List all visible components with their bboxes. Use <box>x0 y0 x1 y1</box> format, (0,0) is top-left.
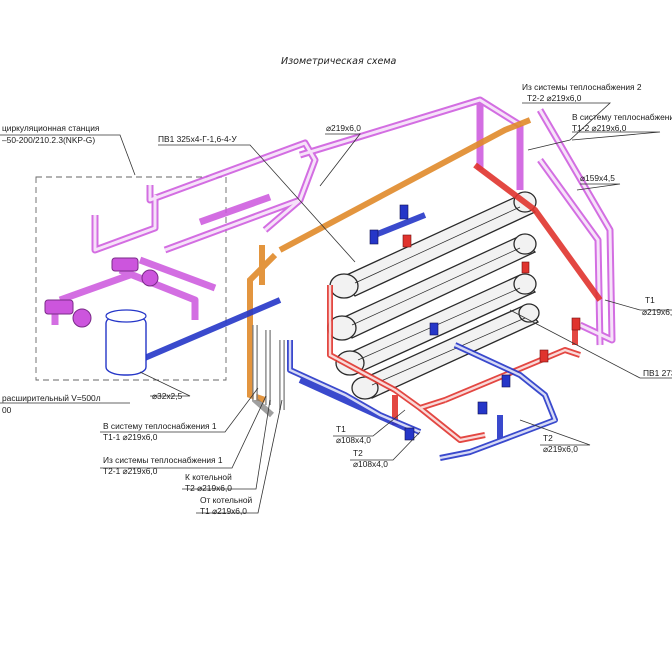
label-d159: ⌀159х4,5 <box>580 173 615 183</box>
label-t2-mid-d: ⌀108х4,0 <box>353 459 388 469</box>
label-pv1-273: ПВ1 273 <box>643 368 672 378</box>
pump-station-boundary <box>35 176 227 381</box>
labels: циркуляционная станция –50-200/210.2.3(N… <box>2 82 672 516</box>
exchanger-shell-2 <box>327 233 537 341</box>
label-v-sys-right: В систему теплоснабжения <box>572 112 672 122</box>
red-valve-icons <box>402 234 581 363</box>
label-t1-right: Т1 <box>645 295 655 305</box>
label-ot-kot: От котельной <box>200 495 253 505</box>
pump-left <box>44 299 92 328</box>
label-tank-2: 00 <box>2 405 12 415</box>
label-t2-right: Т2 <box>543 433 553 443</box>
label-t1-right-d: ⌀219х6,0 <box>642 307 672 317</box>
pump-right <box>111 257 159 287</box>
label-v-sys-1: В систему теплоснабжения 1 <box>103 421 217 431</box>
boiler-pipes-inner <box>253 325 284 410</box>
label-t2-right-d: ⌀219х6,0 <box>543 444 578 454</box>
label-k-kot: К котельной <box>185 472 232 482</box>
diagram-title: Изометрическая схема <box>281 56 397 67</box>
label-pump-model: –50-200/210.2.3(NKP-G) <box>2 135 95 145</box>
red-pipe-outline <box>328 285 581 442</box>
expansion-tank <box>105 309 147 376</box>
blue-pipe-outline <box>288 340 557 460</box>
valve-icons <box>369 204 511 441</box>
label-t11: Т1-1 ⌀219х6,0 <box>103 432 158 442</box>
label-pump-station: циркуляционная станция <box>2 123 99 133</box>
label-iz-sys-2: Из системы теплоснабжения 2 <box>522 82 642 92</box>
label-d219-top: ⌀219х6,0 <box>326 123 361 133</box>
label-t2-mid: Т2 <box>353 448 363 458</box>
label-t12: Т1-2 ⌀219х6,0 <box>572 123 627 133</box>
label-t1-mid-d: ⌀108х4,0 <box>336 435 371 445</box>
label-t1-mid: Т1 <box>336 424 346 434</box>
magenta-pipe-outline <box>93 98 614 346</box>
label-t22: Т2-2 ⌀219х6,0 <box>527 93 582 103</box>
label-t1-kot: Т1 ⌀219х6,0 <box>200 506 247 516</box>
label-d32: ⌀32х2,5 <box>152 391 183 401</box>
label-t21: Т2-1 ⌀219х6,0 <box>103 466 158 476</box>
leader-lines <box>0 102 672 514</box>
exchanger-inner-lines <box>351 206 526 386</box>
label-t2-kot: Т2 ⌀219х6,0 <box>185 483 232 493</box>
label-tank: расширительный V=500л <box>2 393 101 403</box>
label-pv1: ПВ1 325х4-Г-1,6-4-У <box>158 134 237 144</box>
label-iz-sys-1: Из системы теплоснабжения 1 <box>103 455 223 465</box>
